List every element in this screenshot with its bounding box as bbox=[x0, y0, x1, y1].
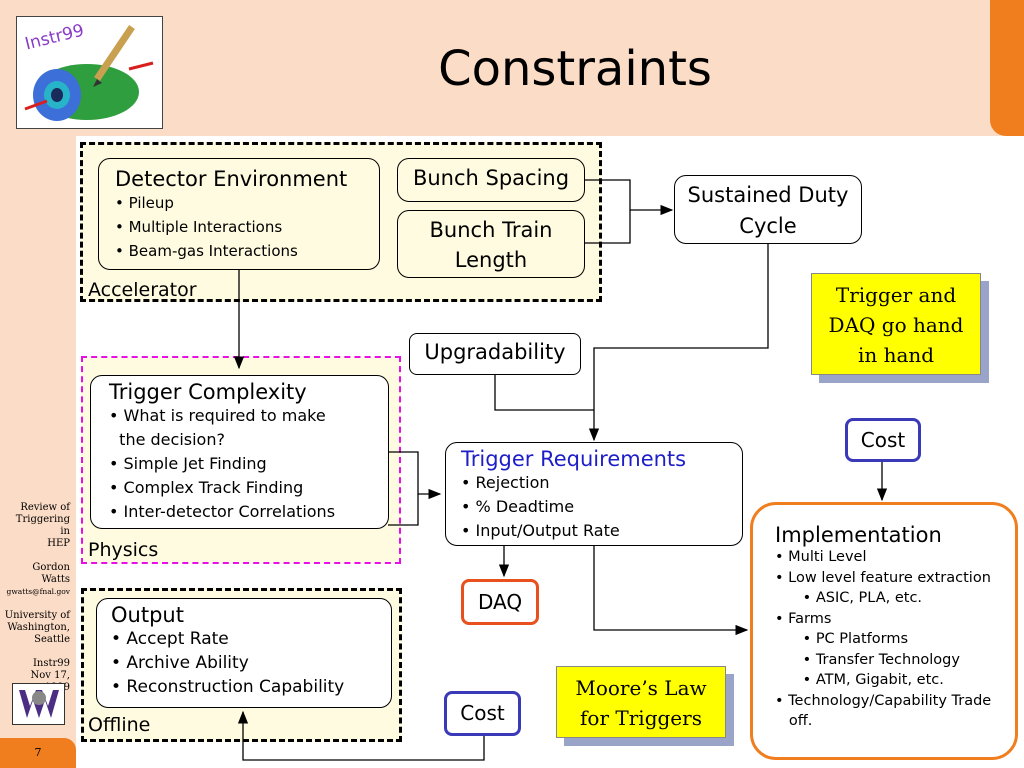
sidebar-line: Washington, bbox=[7, 622, 70, 633]
bullet-item: • Simple Jet Finding bbox=[109, 454, 267, 473]
upgradability-box: Upgradability bbox=[409, 333, 581, 375]
note-line: Moore’s Law bbox=[575, 676, 707, 700]
bullet-item: • Inter-detector Correlations bbox=[109, 502, 336, 521]
header-accent-bar bbox=[990, 0, 1024, 136]
bunch-train-length-box: Bunch Train Length bbox=[397, 210, 585, 278]
detector-environment-box: Detector Environment • Pileup • Multiple… bbox=[98, 158, 380, 270]
offline-label: Offline bbox=[88, 714, 151, 736]
slide-sidebar-band bbox=[0, 136, 76, 768]
implementation-title: Implementation bbox=[775, 523, 942, 547]
note-line: Trigger and bbox=[835, 283, 957, 307]
sidebar-author: Gordon Watts bbox=[32, 562, 70, 585]
bullet-item: • % Deadtime bbox=[461, 497, 575, 516]
bunch-train-line1: Bunch Train bbox=[429, 218, 553, 242]
sidebar-line: HEP bbox=[47, 538, 70, 549]
cost-box-top: Cost bbox=[845, 418, 921, 462]
bullet-item: • Reconstruction Capability bbox=[111, 677, 345, 697]
sidebar-note: Review of Triggering in HEP Gordon Watts… bbox=[4, 502, 70, 694]
sidebar-line: University of bbox=[4, 610, 70, 621]
bullet-item: • ATM, Gigabit, etc. bbox=[775, 672, 944, 688]
bullet-item: • Multiple Interactions bbox=[115, 218, 283, 236]
moores-law-note: Moore’s Law for Triggers bbox=[556, 666, 726, 738]
sidebar-line: Triggering in bbox=[15, 514, 70, 537]
bullet-item: • What is required to make bbox=[109, 406, 326, 425]
note-line: in hand bbox=[857, 343, 935, 367]
bullet-item: • Rejection bbox=[461, 473, 550, 492]
bullet-item: • Complex Track Finding bbox=[109, 478, 304, 497]
detector-environment-title: Detector Environment bbox=[115, 167, 348, 191]
bullet-item: • Transfer Technology bbox=[775, 651, 960, 668]
slide-header-band bbox=[0, 0, 1024, 136]
implementation-box: Implementation • Multi Level • Low level… bbox=[750, 502, 1018, 760]
bullet-item: • PC Platforms bbox=[775, 631, 908, 647]
trigger-complexity-title: Trigger Complexity bbox=[109, 380, 307, 404]
bullet-item: • Beam-gas Interactions bbox=[115, 242, 298, 260]
bunch-spacing-label: Bunch Spacing bbox=[412, 166, 570, 190]
bunch-train-line2: Length bbox=[454, 248, 528, 272]
physics-label: Physics bbox=[88, 539, 159, 561]
cost-label: Cost bbox=[860, 428, 906, 452]
sidebar-line: Seattle bbox=[34, 634, 70, 645]
cost-label: Cost bbox=[460, 701, 505, 725]
cost-box-bottom: Cost bbox=[444, 691, 521, 736]
bullet-item: off. bbox=[775, 713, 813, 729]
daq-box: DAQ bbox=[461, 579, 539, 625]
trigger-daq-note: Trigger and DAQ go hand in hand bbox=[811, 273, 981, 375]
trigger-complexity-box: Trigger Complexity • What is required to… bbox=[90, 375, 389, 529]
note-line: for Triggers bbox=[580, 706, 702, 730]
bullet-item: • Archive Ability bbox=[111, 653, 249, 673]
sidebar-line: Review of bbox=[20, 502, 70, 513]
bullet-item: the decision? bbox=[109, 430, 225, 449]
detector-drawing-icon bbox=[24, 25, 154, 121]
accelerator-label: Accelerator bbox=[88, 279, 197, 301]
page-number: 7 bbox=[0, 738, 76, 768]
sustained-duty-cycle-box: Sustained Duty Cycle bbox=[674, 175, 862, 244]
trigger-requirements-box: Trigger Requirements • Rejection • % Dea… bbox=[445, 442, 743, 546]
trigger-requirements-title: Trigger Requirements bbox=[461, 447, 687, 471]
bullet-item: • Accept Rate bbox=[111, 629, 229, 649]
bullet-item: • Input/Output Rate bbox=[461, 521, 620, 540]
daq-label: DAQ bbox=[477, 590, 523, 614]
bullet-item: • Farms bbox=[775, 610, 832, 627]
bunch-spacing-box: Bunch Spacing bbox=[397, 158, 585, 202]
husky-logo bbox=[12, 683, 65, 725]
bullet-item: • Pileup bbox=[115, 194, 174, 212]
output-box: Output • Accept Rate • Archive Ability •… bbox=[96, 598, 392, 708]
sustained-line2: Cycle bbox=[739, 214, 797, 238]
sidebar-email: gwatts@fnal.gov bbox=[6, 587, 70, 596]
output-title: Output bbox=[111, 603, 184, 627]
sidebar-event: Instr99 bbox=[32, 658, 70, 669]
bullet-item: • Low level feature extraction bbox=[775, 569, 991, 586]
slide-title: Constraints bbox=[438, 41, 712, 97]
husky-icon bbox=[13, 684, 64, 724]
bullet-item: • Technology/Capability Trade bbox=[775, 692, 992, 709]
instr99-logo: Instr99 bbox=[16, 16, 163, 129]
bullet-item: • ASIC, PLA, etc. bbox=[775, 590, 923, 606]
note-line: DAQ go hand bbox=[828, 313, 964, 337]
sustained-line1: Sustained Duty bbox=[687, 183, 849, 207]
upgradability-label: Upgradability bbox=[424, 340, 566, 364]
bullet-item: • Multi Level bbox=[775, 549, 867, 565]
